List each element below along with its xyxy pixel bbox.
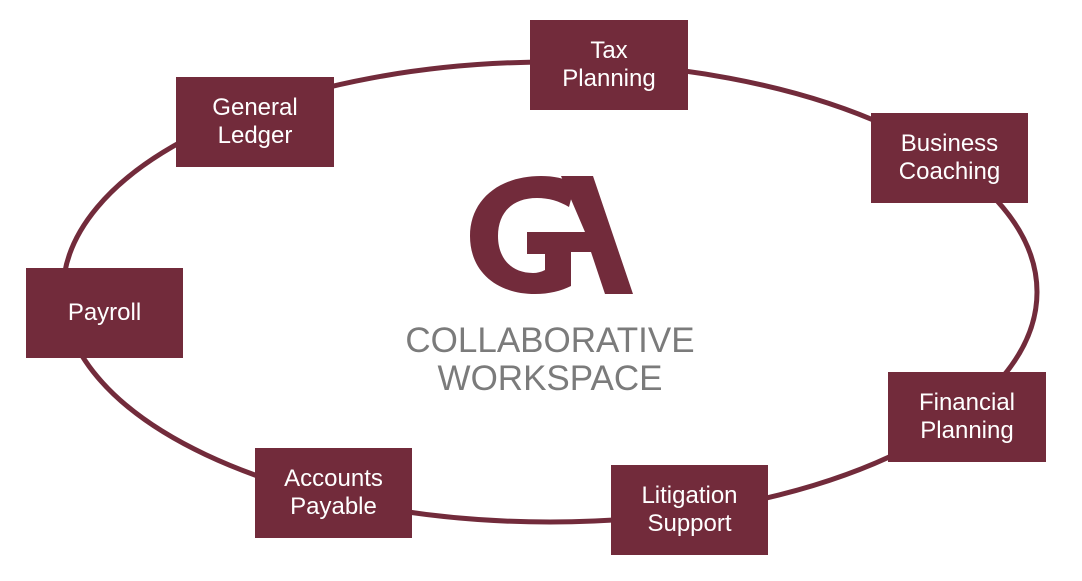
node-business-coaching[interactable]: Business Coaching bbox=[871, 113, 1028, 203]
node-label-line2: Support bbox=[647, 510, 732, 537]
node-general-ledger[interactable]: General Ledger bbox=[176, 77, 334, 167]
node-label-line1: Financial bbox=[918, 389, 1016, 416]
node-payroll[interactable]: Payroll bbox=[26, 268, 183, 358]
node-tax-planning[interactable]: Tax Planning bbox=[530, 20, 688, 110]
ga-logo-icon bbox=[470, 176, 633, 294]
node-label-line1: Litigation bbox=[641, 482, 738, 509]
node-label-line2: Coaching bbox=[898, 158, 1001, 185]
node-label-line1: Accounts bbox=[284, 465, 383, 492]
node-litigation-support[interactable]: Litigation Support bbox=[611, 465, 768, 555]
logo-letter-a bbox=[561, 176, 633, 294]
logo-letter-g bbox=[470, 176, 575, 294]
node-financial-planning[interactable]: Financial Planning bbox=[888, 372, 1046, 462]
node-accounts-payable[interactable]: Accounts Payable bbox=[255, 448, 412, 538]
node-label-line1: Payroll bbox=[67, 299, 142, 326]
caption-collaborative: COLLABORATIVE bbox=[405, 321, 695, 360]
node-label-line2: Ledger bbox=[217, 122, 293, 149]
node-label-line2: Planning bbox=[562, 65, 656, 92]
node-label-line1: Business bbox=[900, 130, 999, 157]
node-label-line1: Tax bbox=[590, 37, 628, 64]
node-label-line2: Planning bbox=[920, 417, 1014, 444]
node-label-line1: General bbox=[212, 94, 298, 121]
node-label-line2: Payable bbox=[290, 493, 377, 520]
caption-workspace: WORKSPACE bbox=[437, 359, 663, 398]
